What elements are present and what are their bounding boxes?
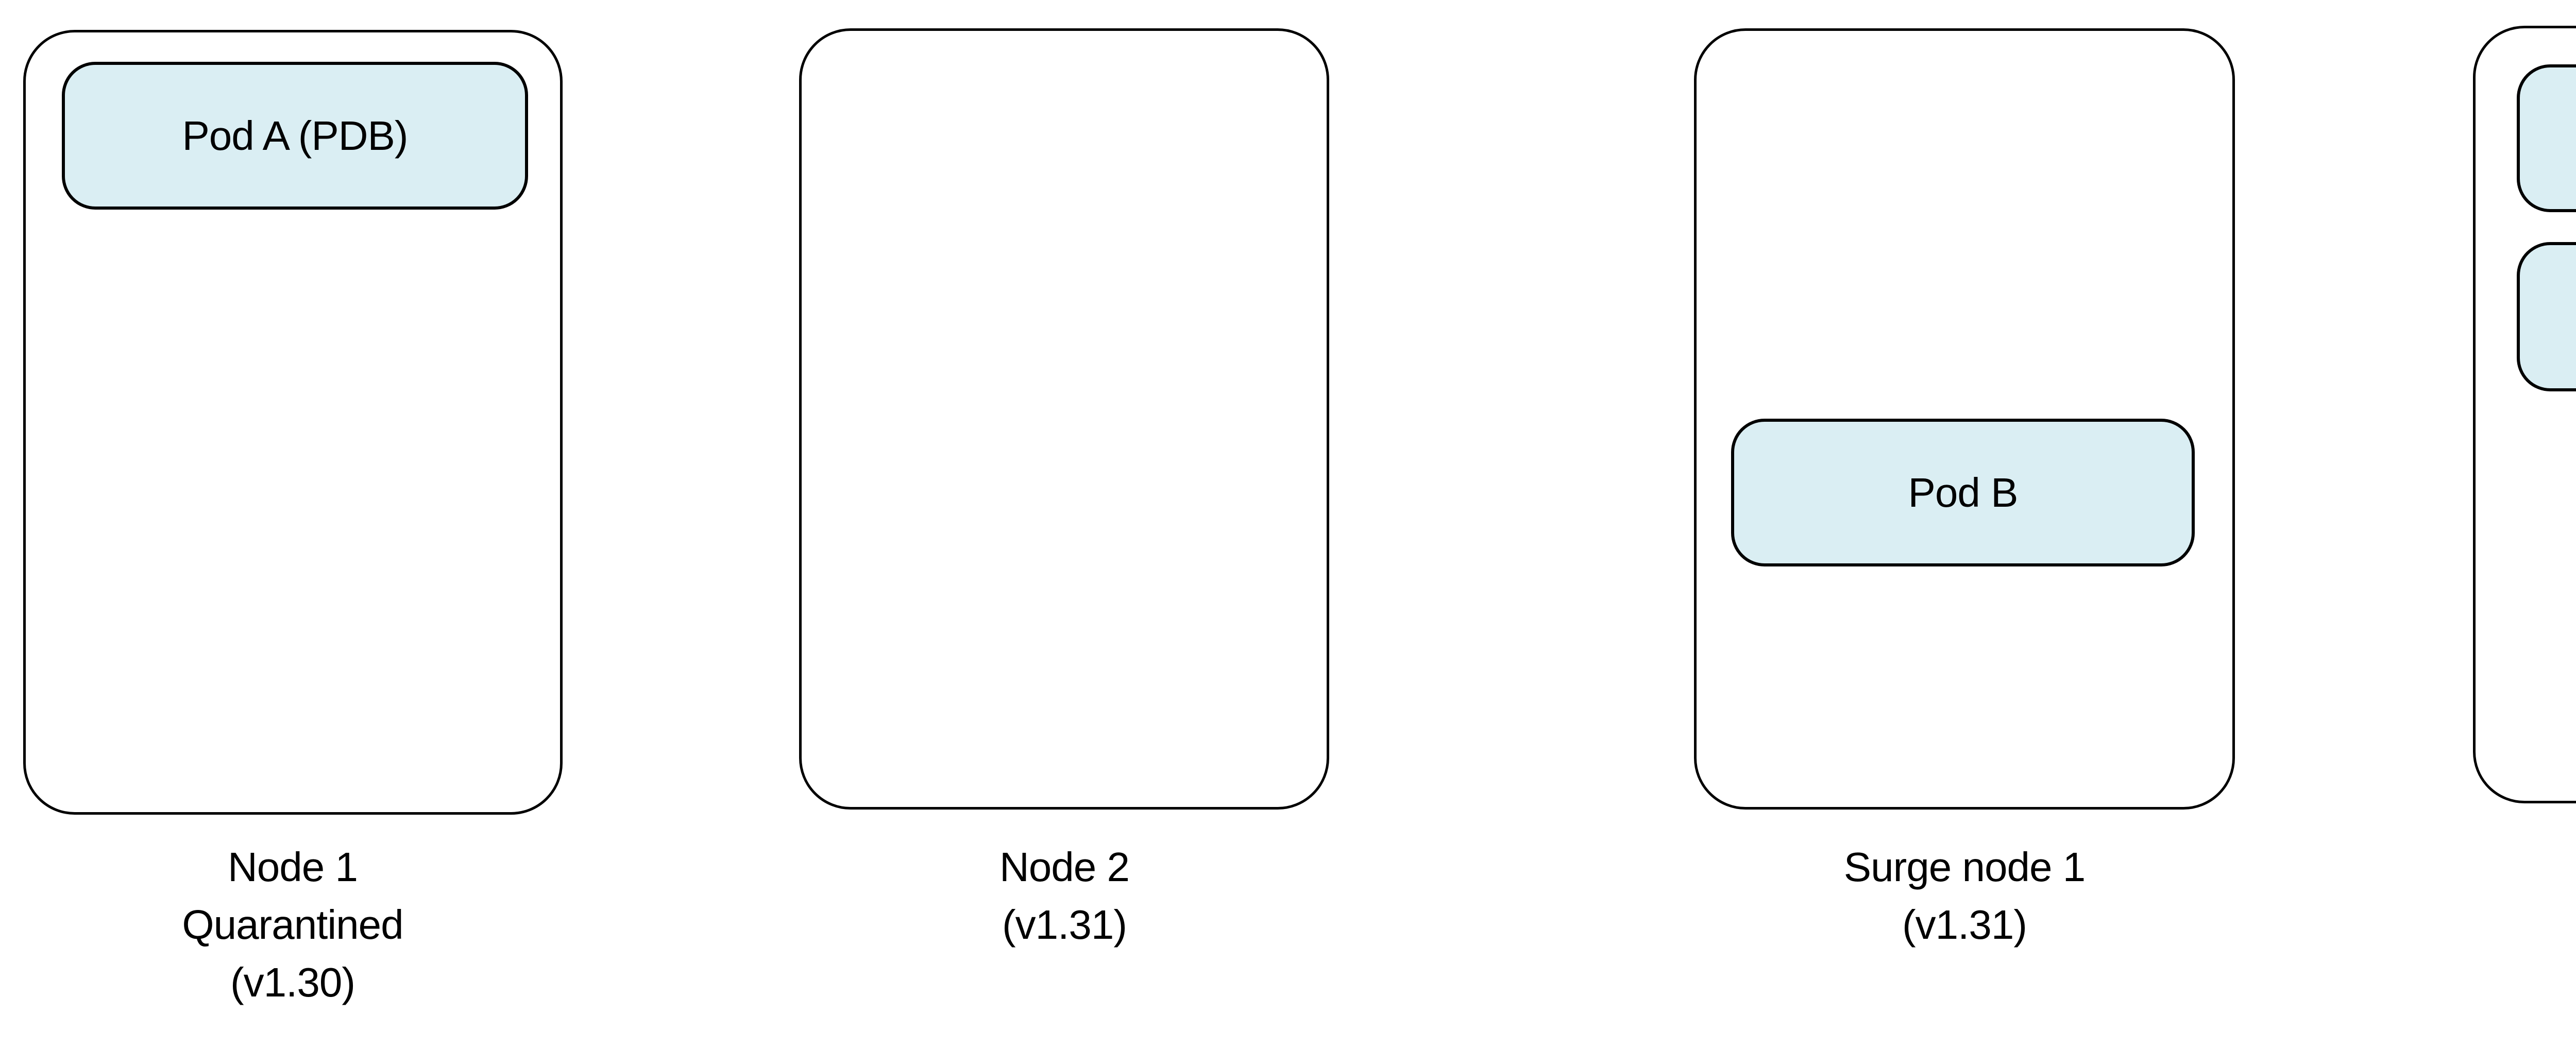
node-2 <box>799 28 1329 810</box>
node-2-label-version: (v1.31) <box>1002 902 1127 948</box>
node-2-label-name: Node 2 <box>999 844 1130 890</box>
node-2-label: Node 2 (v1.31) <box>755 838 1374 954</box>
pod-a-label: Pod A (PDB) <box>182 112 408 159</box>
node-1-label-version: (v1.30) <box>230 959 355 1005</box>
node-1-label-status: Quarantined <box>182 902 403 948</box>
surge-node-2-label-name: Surge node 2 <box>2434 838 2576 896</box>
node-1-label: Node 1 Quarantined (v1.30) <box>0 838 602 1011</box>
surge-node-2-label: Surge node 2 (v1.31) <box>2434 838 2576 954</box>
pod-b-label: Pod B <box>1908 469 2019 515</box>
surge-node-2-label-version: (v1.31) <box>2434 896 2576 954</box>
surge-node-1-label-version: (v1.31) <box>1902 902 2027 948</box>
surge-node-1: Pod B <box>1694 28 2235 810</box>
node-1-label-name: Node 1 <box>228 844 358 890</box>
node-1: Pod A (PDB) <box>23 30 563 815</box>
surge-node-1-label: Surge node 1 (v1.31) <box>1655 838 2274 954</box>
pod-c: Pod C <box>2517 64 2576 212</box>
pod-d: Pod D <box>2517 242 2576 391</box>
pod-b: Pod B <box>1731 419 2195 566</box>
surge-node-1-label-name: Surge node 1 <box>1843 844 2086 890</box>
pod-a: Pod A (PDB) <box>62 62 528 210</box>
surge-node-2: Pod C Pod D <box>2473 26 2576 803</box>
